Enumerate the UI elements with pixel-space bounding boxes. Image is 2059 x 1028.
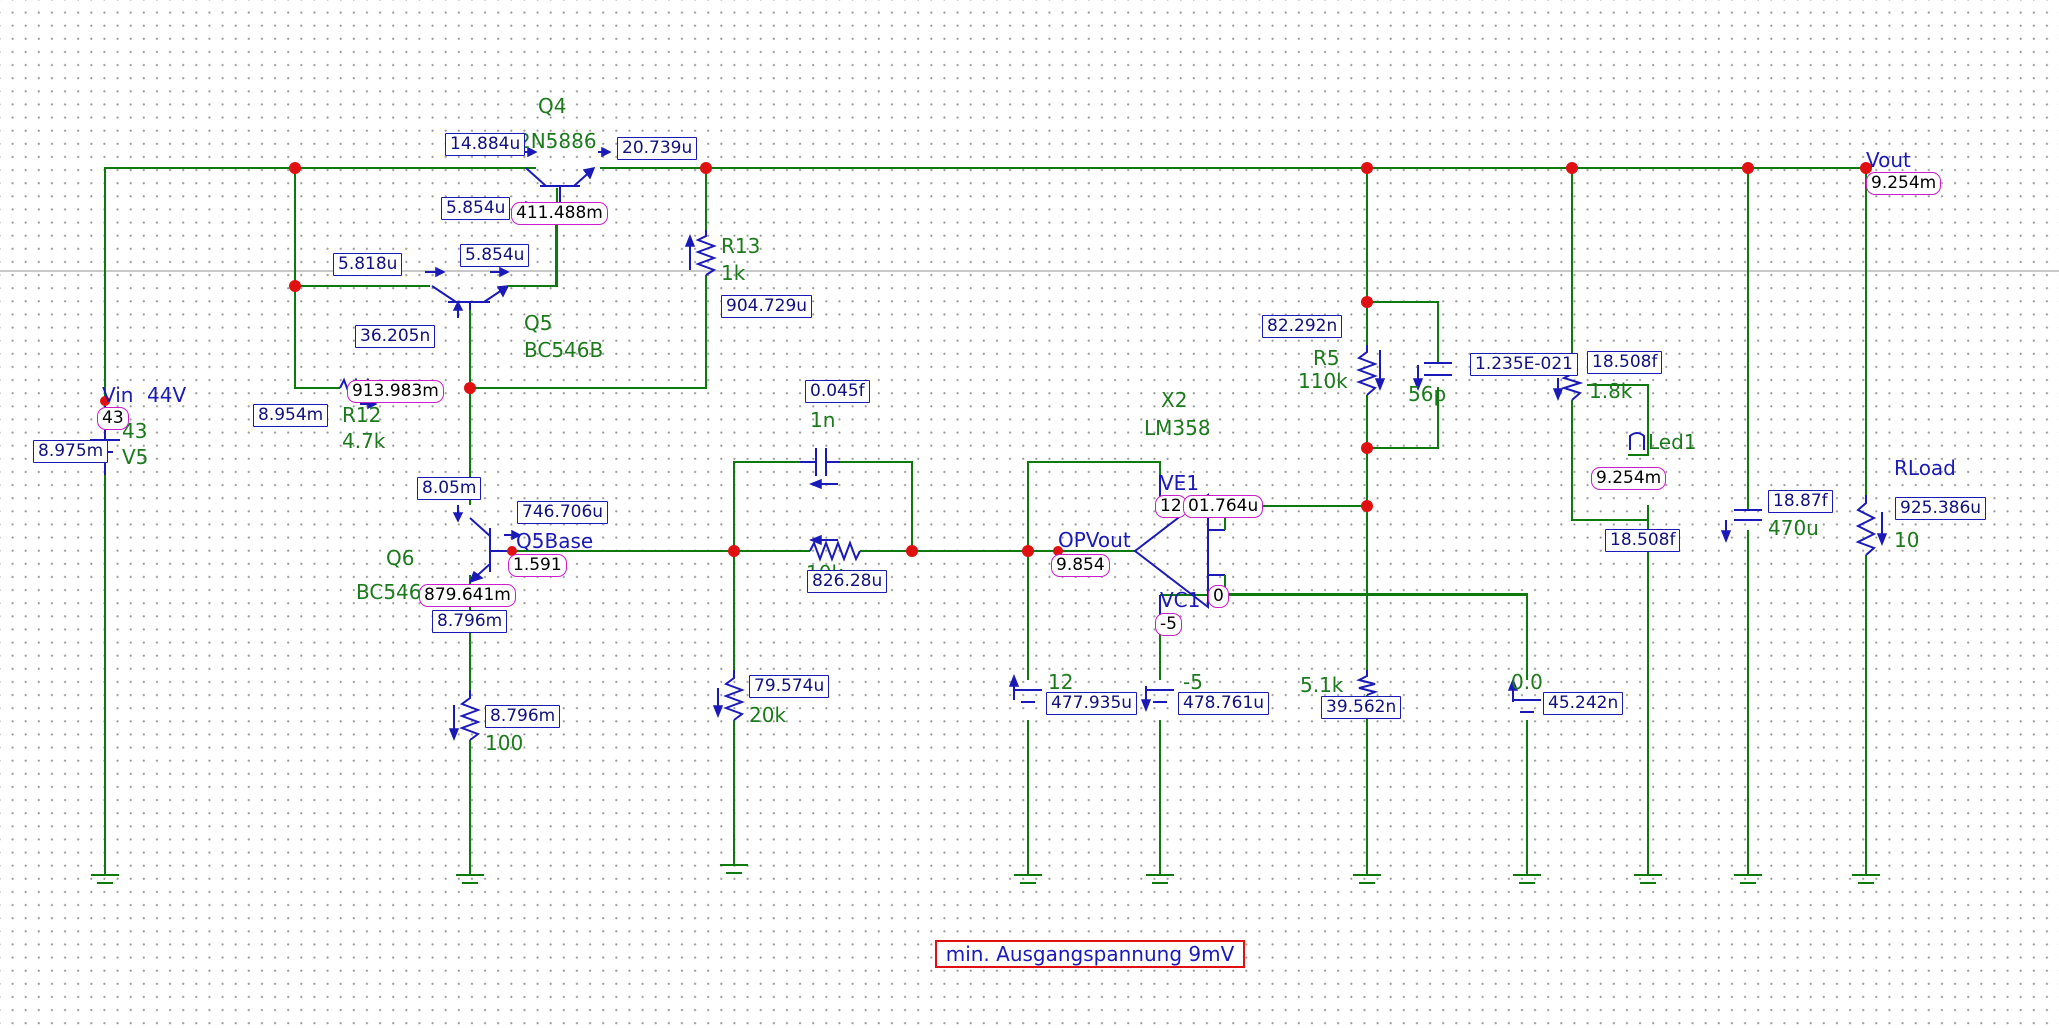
probe-q5-ib-top[interactable]: 5.854u [460, 244, 530, 267]
probe-src12-i[interactable]: 477.935u [1046, 692, 1138, 715]
opvout-label: OPVout [1058, 528, 1131, 552]
probe-node-q5[interactable]: 913.983m [347, 380, 444, 403]
probe-q4-vb[interactable]: 411.488m [511, 202, 608, 225]
probe-vin-v[interactable]: 43 [97, 407, 129, 430]
probe-q6-vb[interactable]: 1.591 [508, 554, 567, 577]
probe-q5-ic[interactable]: 5.854u [441, 197, 511, 220]
q5-type: BC546B [524, 338, 604, 362]
q5-name: Q5 [524, 311, 553, 335]
q4-name: Q4 [538, 94, 567, 118]
probe-pot-i2[interactable]: 18.508f [1587, 351, 1663, 374]
probe-srcm5-i[interactable]: 478.761u [1178, 692, 1270, 715]
r12-name: R12 [342, 403, 382, 427]
vin-label: 44V [147, 383, 187, 407]
probe-r13-i[interactable]: 904.729u [721, 295, 813, 318]
probe-pot-i1[interactable]: 1.235E-021 [1470, 353, 1578, 376]
r100-potentiometer[interactable] [448, 690, 481, 742]
q4-type: 2N5886 [518, 129, 597, 153]
cap-470u[interactable] [1720, 509, 1762, 544]
pot-1k8-value: 1.8k [1589, 379, 1633, 403]
probe-q5-ie[interactable]: 5.818u [333, 253, 403, 276]
probe-r5-i[interactable]: 82.292n [1262, 315, 1343, 338]
res-5k1-value: 5.1k [1300, 673, 1344, 697]
probe-x2-vc-v[interactable]: -5 [1155, 613, 1182, 636]
cap-1n[interactable] [800, 448, 840, 490]
x2-ve-pin: VE1 [1160, 471, 1200, 495]
probe-x2-ve-v[interactable]: 12 [1155, 495, 1187, 518]
probe-cap470-i[interactable]: 18.87f [1768, 490, 1833, 513]
led1-name: Led1 [1648, 430, 1697, 454]
res-20k[interactable] [712, 670, 745, 721]
probe-r100-i[interactable]: 8.796m [485, 705, 561, 728]
r13-value: 1k [721, 261, 746, 285]
res-20k-value: 20k [749, 703, 787, 727]
src-0-value: 0.0 [1511, 670, 1543, 694]
probe-r12-i[interactable]: 8.954m [253, 404, 329, 427]
vin-name: Vin [102, 383, 134, 407]
cap-56p[interactable] [1412, 362, 1452, 392]
probe-led-v[interactable]: 9.254m [1591, 467, 1667, 490]
vin-ref: V5 [122, 445, 149, 469]
x2-vc-pin: VC1 [1160, 588, 1201, 612]
probe-q6-ib[interactable]: 746.706u [517, 501, 609, 524]
probe-q6-ic[interactable]: 8.05m [417, 477, 482, 500]
rload-name: RLoad [1894, 456, 1956, 480]
x2-name: X2 [1161, 388, 1188, 412]
probe-q4-ib[interactable]: 14.884u [445, 133, 526, 156]
probe-opvout-v[interactable]: 9.854 [1051, 554, 1110, 577]
res-10k[interactable] [808, 534, 861, 562]
probe-q4-ie[interactable]: 20.739u [617, 137, 698, 160]
cap-1n-value: 1n [810, 408, 836, 432]
probe-led-i[interactable]: 18.508f [1605, 529, 1681, 552]
probe-x2-ve-i[interactable]: 01.764u [1183, 495, 1264, 518]
src-minus5[interactable] [1140, 686, 1174, 713]
probe-cap1n-i[interactable]: 0.045f [805, 380, 870, 403]
probe-x2-in-v[interactable]: 0 [1208, 585, 1229, 608]
probe-q6-ie[interactable]: 8.796m [432, 610, 508, 633]
probe-r10k-i[interactable]: 826.28u [807, 570, 888, 593]
r5-value: 110k [1298, 369, 1348, 393]
led1[interactable] [1629, 432, 1645, 450]
probe-q5-ibase[interactable]: 36.205n [355, 325, 436, 348]
cap-56p-value: 56p [1408, 382, 1447, 406]
q6-type: BC546 [356, 580, 422, 604]
q6-name: Q6 [386, 546, 415, 570]
crosshair-line [0, 270, 2059, 272]
src-m5-value: -5 [1183, 670, 1203, 694]
vin-value: 43 [122, 419, 148, 443]
probe-r20k-i[interactable]: 79.574u [749, 675, 830, 698]
src-12[interactable] [1008, 673, 1042, 703]
rload-value: 10 [1894, 528, 1920, 552]
src-12-value: 12 [1048, 670, 1074, 694]
r13-name: R13 [721, 234, 761, 258]
x2-type: LM358 [1144, 416, 1211, 440]
src-0[interactable] [1507, 677, 1541, 713]
probe-rload-i[interactable]: 925.386u [1895, 497, 1987, 520]
probe-q6-ve[interactable]: 879.641m [419, 584, 516, 607]
res-100-value: 100 [485, 731, 524, 755]
res-5k1[interactable] [1356, 670, 1379, 696]
r12-value: 4.7k [342, 429, 386, 453]
node-dots [100, 162, 1872, 557]
vout-label: Vout [1866, 148, 1911, 172]
probe-vin-i[interactable]: 8.975m [33, 440, 109, 463]
r5-name: R5 [1313, 346, 1340, 370]
r5-potentiometer[interactable] [1356, 345, 1386, 396]
ground-symbols [91, 864, 1880, 884]
probe-r51k-i[interactable]: 39.562n [1321, 696, 1402, 719]
q5-transistor[interactable] [431, 210, 557, 310]
rload-resistor[interactable] [1855, 495, 1888, 556]
cap-470u-value: 470u [1768, 516, 1819, 540]
annotation-note[interactable]: min. Ausgangspannung 9mV [935, 940, 1245, 968]
probe-src0-i[interactable]: 45.242n [1543, 692, 1624, 715]
probe-vout-v[interactable]: 9.254m [1866, 172, 1942, 195]
q6base-label: Q5Base [516, 529, 594, 553]
r13-potentiometer[interactable] [684, 230, 717, 276]
q6-transistor[interactable] [468, 517, 512, 584]
